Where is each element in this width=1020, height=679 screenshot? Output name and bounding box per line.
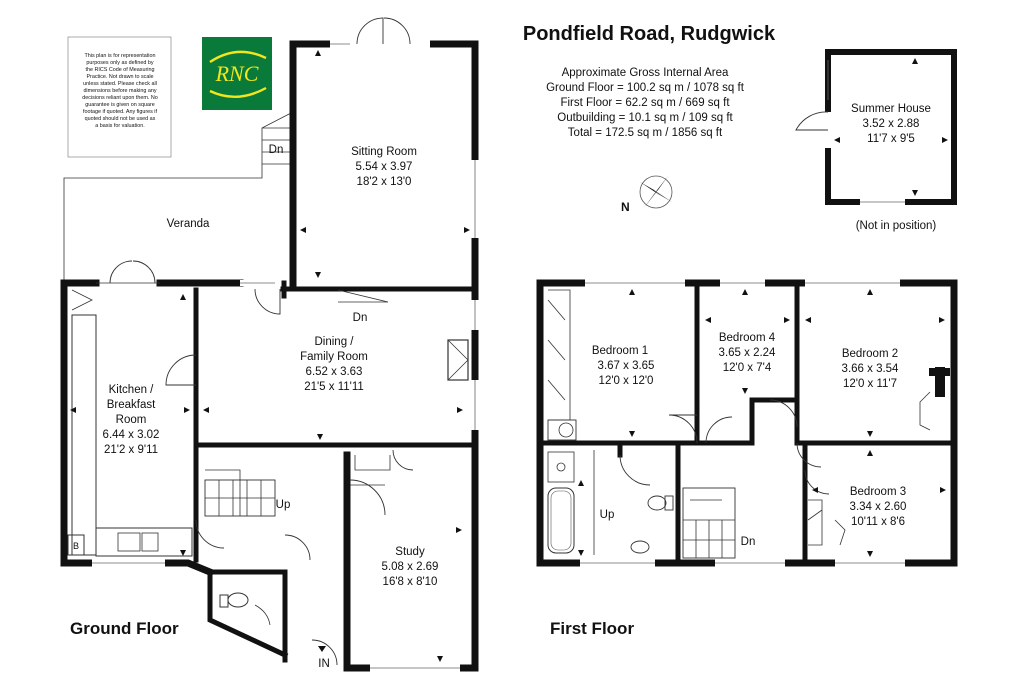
compass-icon: N (621, 175, 673, 214)
bedroom4-name: Bedroom 4 (719, 332, 776, 344)
sitting-room-name: Sitting Room (351, 146, 417, 158)
bedroom2-metric: 3.66 x 3.54 (842, 363, 900, 375)
compass-north-label: N (621, 200, 630, 214)
disclaimer-line: guarantee is given on square (85, 102, 155, 108)
dining-room-name-2: Family Room (300, 351, 368, 363)
area-first: First Floor = 62.2 sq m / 669 sq ft (560, 97, 730, 109)
bedroom2-imperial: 12'0 x 11'7 (843, 378, 897, 390)
bedroom2-name: Bedroom 2 (842, 348, 898, 360)
boiler-label: B (73, 541, 79, 551)
summer-house-metric: 3.52 x 2.88 (863, 118, 920, 130)
kitchen-metric: 6.44 x 3.02 (103, 429, 160, 441)
kitchen-name-2: Breakfast (107, 399, 156, 411)
area-outbuilding: Outbuilding = 10.1 sq m / 109 sq ft (557, 112, 733, 124)
disclaimer-line: decisions reliant upon them. No (82, 95, 158, 101)
ground-floor-label: Ground Floor (70, 619, 179, 638)
kitchen-imperial: 21'2 x 9'11 (104, 444, 158, 456)
kitchen-name-1: Kitchen / (109, 384, 155, 396)
dining-dn-label: Dn (353, 312, 368, 324)
bedroom4-imperial: 12'0 x 7'4 (723, 362, 772, 374)
disclaimer-line: dimensions before making any (83, 88, 156, 94)
first-dn-label: Dn (741, 536, 756, 548)
disclaimer-line: a basis for valuation. (95, 123, 144, 129)
summer-house-note: (Not in position) (856, 220, 937, 232)
ground-up-label: Up (276, 499, 291, 511)
bedroom1-imperial: 12'0 x 12'0 (599, 375, 654, 387)
disclaimer-line: Practice. Not drawn to scale (86, 74, 153, 80)
disclaimer-line: This plan is for representation (84, 53, 155, 59)
first-up-label: Up (600, 509, 615, 521)
bedroom1-metric: 3.67 x 3.65 (598, 360, 655, 372)
disclaimer-line: unless stated. Please check all (83, 81, 157, 87)
kitchen-name-3: Room (116, 414, 147, 426)
veranda-dn-label: Dn (269, 144, 284, 156)
bedroom3-metric: 3.34 x 2.60 (850, 501, 907, 513)
bedroom1-name: Bedroom 1 (592, 345, 648, 357)
study-imperial: 16'8 x 8'10 (383, 576, 438, 588)
area-total: Total = 172.5 sq m / 1856 sq ft (568, 127, 723, 139)
disclaimer-line: footage if quoted. Any figures if (83, 109, 158, 115)
disclaimer-line: the RICS Code of Measuring (86, 67, 155, 73)
study-metric: 5.08 x 2.69 (382, 561, 439, 573)
dining-room-name-1: Dining / (315, 336, 355, 348)
sitting-room-metric: 5.54 x 3.97 (356, 161, 413, 173)
disclaimer: This plan is for representation purposes… (67, 36, 172, 158)
study-name: Study (395, 546, 425, 558)
disclaimer-line: purposes only as defined by (86, 60, 153, 66)
summer-house: Summer House 3.52 x 2.88 11'7 x 9'5 (Not… (795, 49, 957, 232)
summer-house-imperial: 11'7 x 9'5 (867, 133, 915, 145)
dining-room-imperial: 21'5 x 11'11 (304, 381, 364, 393)
disclaimer-line: quoted should not be used as (85, 116, 156, 122)
summer-house-name: Summer House (851, 103, 931, 115)
area-heading: Approximate Gross Internal Area (562, 67, 729, 79)
dining-room-metric: 6.52 x 3.63 (306, 366, 363, 378)
first-floor-label: First Floor (550, 619, 634, 638)
bedroom4-metric: 3.65 x 2.24 (719, 347, 777, 359)
ground-floor-plan: B (60, 17, 479, 672)
logo-text: RNC (215, 61, 259, 86)
area-ground: Ground Floor = 100.2 sq m / 1078 sq ft (546, 82, 745, 94)
property-title: Pondfield Road, Rudgwick (523, 23, 776, 45)
bedroom3-name: Bedroom 3 (850, 486, 906, 498)
entrance-label: IN (318, 658, 330, 670)
rnc-logo: RNC (202, 37, 272, 110)
bedroom3-imperial: 10'11 x 8'6 (851, 516, 905, 528)
sitting-room-imperial: 18'2 x 13'0 (357, 176, 412, 188)
first-floor-plan: Bedroom 1 3.67 x 3.65 12'0 x 12'0 Bedroo… (536, 279, 958, 638)
veranda-label: Veranda (167, 218, 210, 230)
